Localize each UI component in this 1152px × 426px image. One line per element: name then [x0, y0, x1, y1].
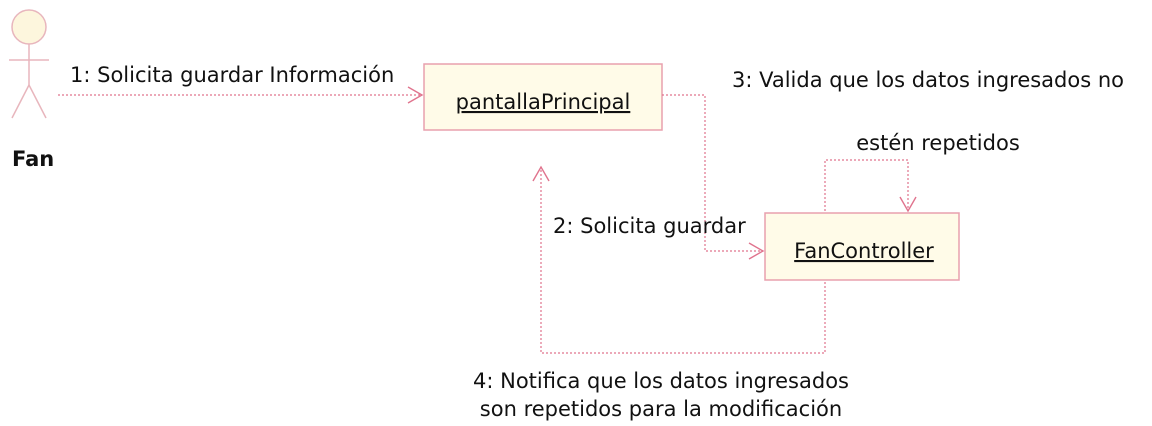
- message-line: [540, 167, 826, 354]
- object-fan-controller[interactable]: FanController: [764, 212, 960, 281]
- arrowhead: [899, 196, 917, 213]
- arrowhead: [748, 242, 765, 260]
- object-box: [764, 212, 960, 281]
- message-label-line-1: 3: Valida que los datos ingresados no: [732, 68, 1124, 92]
- message-2: 2: Solicita guardar: [553, 94, 765, 260]
- actor-fan: Fan: [9, 9, 54, 171]
- message-label-line-1: 4: Notifica que los datos ingresados: [473, 369, 849, 393]
- actor-head: [11, 9, 47, 45]
- object-pantalla-principal[interactable]: pantallaPrincipal: [423, 63, 663, 131]
- message-label-line-2: estén repetidos: [856, 131, 1020, 155]
- arrowhead: [532, 165, 550, 182]
- actor-name: Fan: [12, 147, 54, 171]
- actor-right-leg: [28, 84, 47, 119]
- object-box: [423, 63, 663, 131]
- object-name: FanController: [794, 239, 934, 263]
- message-1: 1: Solicita guardar Información: [58, 63, 424, 104]
- message-line: [662, 94, 763, 252]
- message-4: 4: Notifica que los datos ingresados son…: [473, 165, 849, 421]
- message-line: [824, 159, 909, 211]
- message-label: 2: Solicita guardar: [553, 214, 746, 238]
- actor-left-leg: [11, 84, 30, 119]
- object-name: pantallaPrincipal: [456, 90, 631, 114]
- message-3: 3: Valida que los datos ingresados no es…: [732, 68, 1124, 213]
- message-label-line-2: son repetidos para la modificación: [480, 397, 842, 421]
- message-label: 1: Solicita guardar Información: [70, 63, 394, 87]
- arrowhead: [407, 86, 424, 104]
